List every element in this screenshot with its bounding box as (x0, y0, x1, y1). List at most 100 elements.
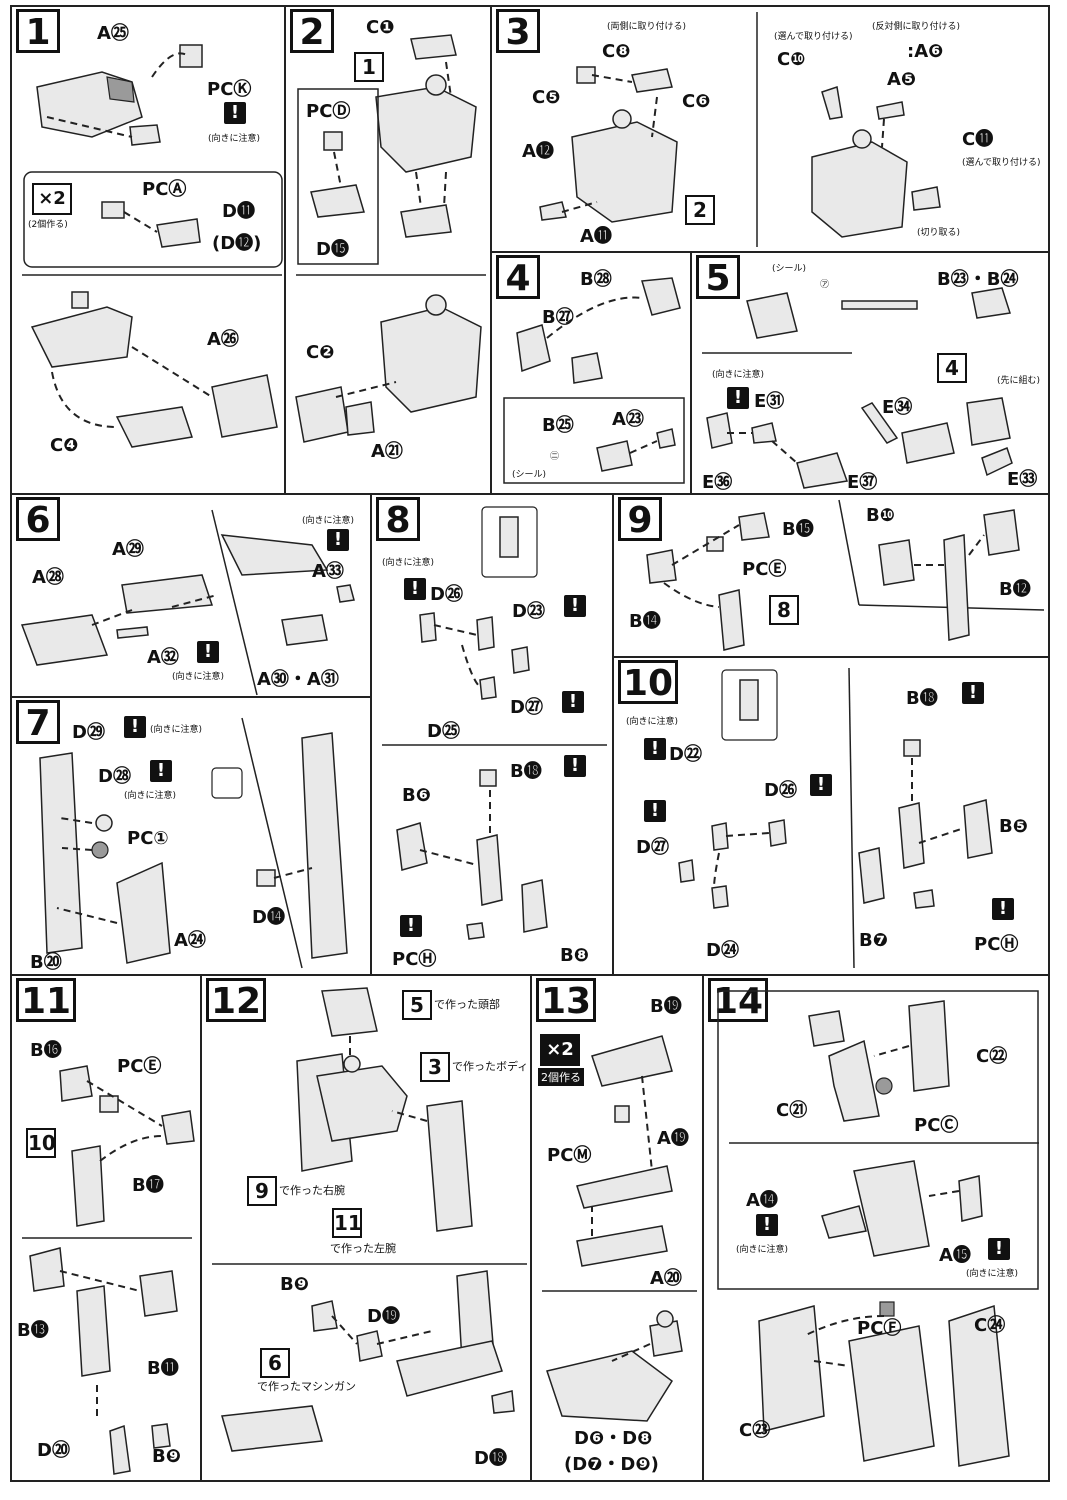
part-label-e34: E㉞ (882, 397, 913, 418)
seal-mark: ㋐ (820, 280, 830, 290)
caution-icon-5: ! (400, 915, 422, 937)
part-label-d6-d8: D❻・D❽ (574, 1428, 653, 1449)
caution-note: (向きに注意) (712, 370, 765, 380)
part-label-a6: :A❻ (907, 41, 944, 62)
part-label-d18: D⓲ (474, 1448, 507, 1469)
step-ref-10: 10 (26, 1128, 56, 1158)
part-label-a28: A㉘ (32, 567, 64, 588)
step-8-panel: 8 (向きに注意) ! D㉖ D㉓ ! D㉗ ! D㉕ B⓲ ! B❻ ! PC… (370, 493, 614, 976)
part-label-d28: D㉘ (98, 766, 131, 787)
part-label-d7-d9: (D❼・D❾) (564, 1454, 659, 1475)
part-label-d22: D㉒ (669, 744, 702, 765)
step-number: 5 (696, 255, 740, 299)
step-12-illustration (212, 987, 527, 1452)
part-label-b28: B㉘ (580, 269, 612, 290)
make-two-badge: ×2 (540, 1034, 580, 1066)
part-label-c21: C㉑ (776, 1100, 808, 1121)
part-label-d25: D㉕ (427, 721, 460, 742)
part-label-a25: A㉕ (97, 23, 129, 44)
part-label-b27: B㉗ (542, 307, 574, 328)
caution-icon-5: ! (992, 898, 1014, 920)
step-number: 12 (206, 978, 267, 1022)
part-label-b18: B⓲ (906, 688, 938, 709)
part-label-b12: B⓬ (999, 579, 1031, 600)
step-14-panel: 14 C㉒ C㉑ PCⒸ A⓮ ! (向きに注意) A⓯ ! (向きに注意) P… (702, 974, 1050, 1482)
part-label-b9: B❾ (152, 1446, 181, 1467)
step-ref-2: 2 (685, 195, 715, 225)
part-label-pcm: PCⓂ (547, 1145, 592, 1166)
step-number: 13 (536, 978, 597, 1022)
part-label-b17: B⓱ (132, 1175, 164, 1196)
caution-icon-2: ! (564, 595, 586, 617)
step-number: 4 (496, 255, 540, 299)
make-two-note: 2個作る (538, 1068, 584, 1086)
step-6-illustration (20, 509, 355, 696)
part-label-d12: (D⓬) (212, 233, 262, 254)
step-12-panel: 12 5 で作った頭部 3 で作ったボディ 9 で作った右腕 11 で作った左腕… (200, 974, 532, 1482)
part-label-pch: PCⒽ (974, 934, 1019, 955)
part-label-c23: C㉓ (739, 1420, 771, 1441)
seal-note: (シール) (512, 470, 547, 480)
step-ref-4: 4 (937, 353, 967, 383)
note-choose-2: (選んで取り付ける) (962, 158, 1041, 168)
part-label-d19: D⓳ (367, 1306, 400, 1327)
part-label-d26: D㉖ (430, 584, 463, 605)
caption-head: で作った頭部 (434, 998, 500, 1011)
part-label-c5: C❺ (532, 87, 561, 108)
caution-note-2: (向きに注意) (966, 1269, 1019, 1279)
step-ref-8: 8 (769, 595, 799, 625)
caution-icon: ! (644, 738, 666, 760)
caution-icon-3: ! (810, 774, 832, 796)
part-label-d23: D㉓ (512, 601, 545, 622)
part-label-a11: A⓫ (580, 226, 612, 247)
step-6-panel: 6 A㉙ A㉘ A㉜ ! (向きに注意) (向きに注意) ! A㉝ A㉚・A㉛ (10, 493, 372, 698)
step-number: 9 (618, 497, 662, 541)
make-two-note: (2個作る) (28, 220, 68, 230)
part-label-pcc: PCⒸ (914, 1115, 959, 1136)
step-11-illustration (22, 1065, 195, 1475)
part-label-a15: A⓯ (939, 1245, 971, 1266)
step-number: 2 (290, 9, 334, 53)
part-label-a32: A㉜ (147, 647, 179, 668)
part-label-pce: PCⒺ (117, 1056, 162, 1077)
step-4-panel: 4 B㉘ B㉗ B㉕ A㉓ ㊁ (シール) (490, 251, 692, 495)
step-10-panel: 10 (向きに注意) ! D㉒ ! D㉗ D㉖ ! D㉔ B⓲ ! B❺ B❼ … (612, 656, 1050, 976)
part-label-d29: D㉙ (72, 722, 105, 743)
part-label-e31: E㉛ (754, 391, 785, 412)
part-label-c2: C❷ (306, 342, 335, 363)
part-label-a5: A❺ (887, 69, 917, 90)
part-label-b13: B⓭ (17, 1320, 49, 1341)
part-label-b23-b24: B㉓・B㉔ (937, 269, 1019, 290)
part-label-d24: D㉔ (706, 940, 739, 961)
part-label-a21: A㉑ (371, 441, 403, 462)
part-label-b15: B⓯ (782, 519, 814, 540)
part-label-a24: A㉔ (174, 930, 206, 951)
part-label-d20: D⑳ (37, 1440, 70, 1461)
step-1-illustration (22, 44, 283, 448)
part-label-d15: D⓯ (316, 239, 349, 260)
step-ref-9: 9 (247, 1176, 277, 1206)
part-label-c8: C❽ (602, 41, 631, 62)
caution-icon-4: ! (962, 682, 984, 704)
step-5-illustration (702, 287, 1013, 489)
part-label-d27: D㉗ (636, 837, 669, 858)
caution-icon: ! (224, 102, 246, 124)
caption-machinegun: で作ったマシンガン (257, 1380, 356, 1393)
part-label-a19: A⓳ (657, 1128, 689, 1149)
step-number: 3 (496, 9, 540, 53)
caution-note: (向きに注意) (736, 1245, 789, 1255)
part-label-b18: B⓲ (510, 761, 542, 782)
part-label-b8: B❽ (560, 945, 589, 966)
step-9-illustration (646, 499, 1045, 651)
note-choose: (選んで取り付ける) (774, 32, 853, 42)
part-label-e37: E㊲ (847, 472, 878, 493)
part-label-a14: A⓮ (746, 1190, 778, 1211)
caution-icon-2: ! (644, 800, 666, 822)
caution-icon: ! (197, 641, 219, 663)
step-3-panel: 3 (両側に取り付ける) C❽ C❺ C❻ A⓬ 2 A⓫ (選んで取り付ける)… (490, 5, 1050, 253)
part-label-c24: C㉔ (974, 1315, 1006, 1336)
part-label-b16: B⓰ (30, 1040, 62, 1061)
step-number: 10 (618, 660, 679, 704)
caution-note: (向きに注意) (626, 717, 679, 727)
part-label-c10: C❿ (777, 49, 806, 70)
